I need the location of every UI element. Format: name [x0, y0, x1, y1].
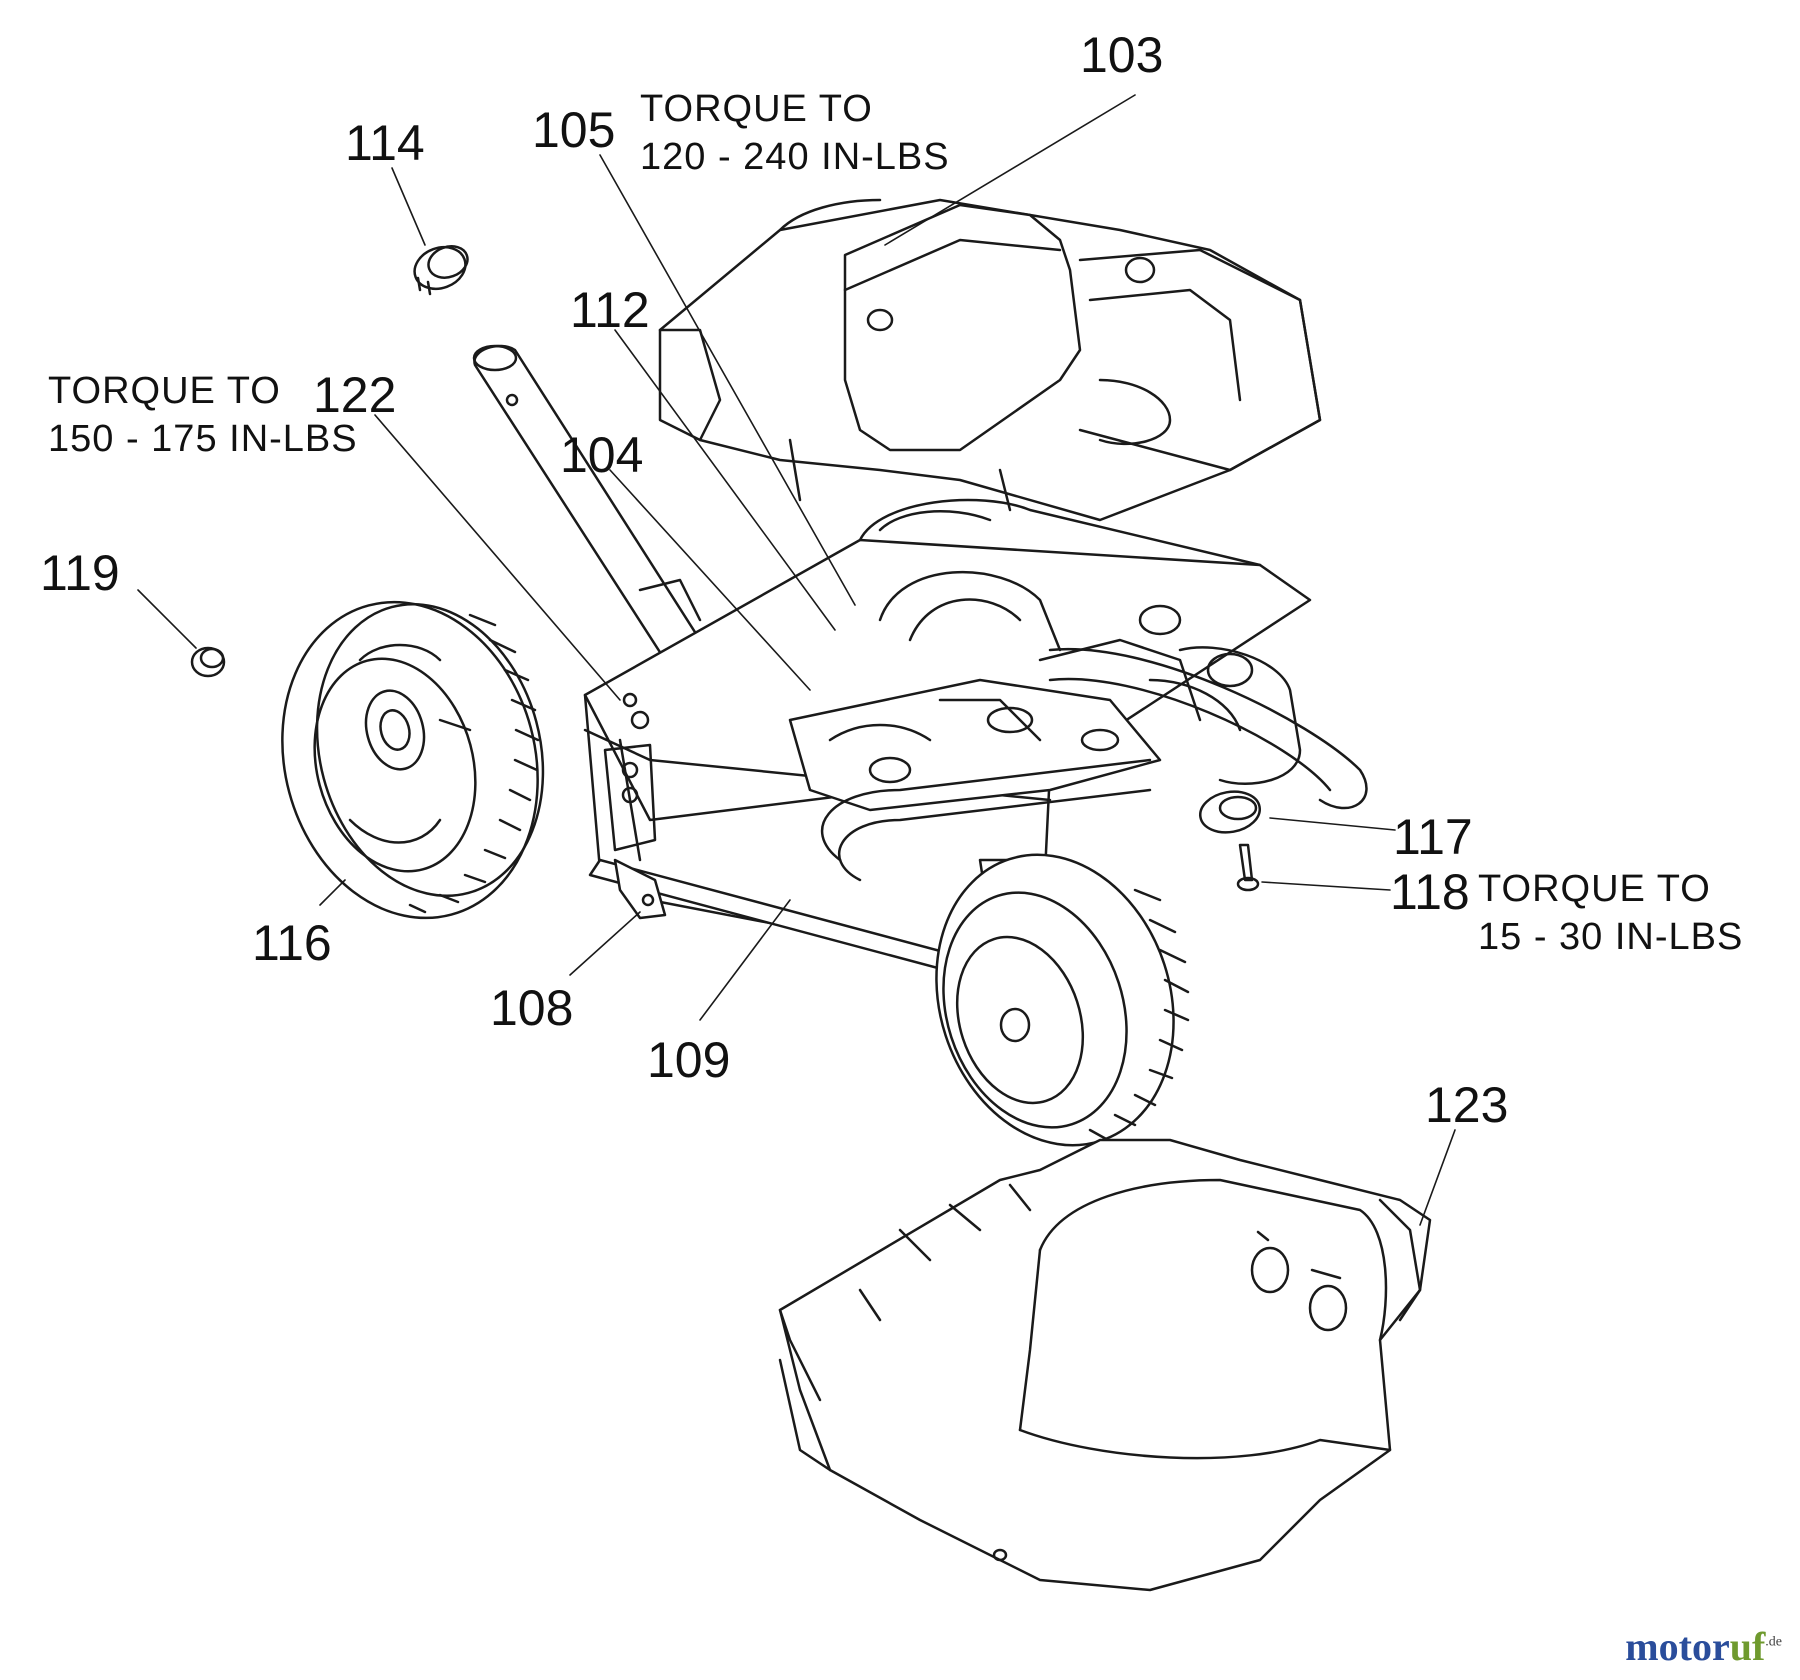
torque-note-118-line2: 15 - 30 IN-LBS [1478, 915, 1744, 958]
callout-103: 103 [1080, 27, 1164, 83]
shroud-part-123 [778, 1138, 1432, 1592]
leader-lines [137, 94, 1456, 1226]
leader-116 [319, 879, 346, 906]
torque-note-118-line1: TORQUE TO [1478, 868, 1711, 910]
leader-114 [391, 167, 426, 246]
watermark-logo: motoruf.de [1625, 1623, 1782, 1670]
callout-112: 112 [570, 282, 650, 338]
torque-note-122: TORQUE TO 150 - 175 IN-LBS [48, 368, 358, 463]
torque-note-105-line2: 120 - 240 IN-LBS [640, 135, 950, 178]
bracket-part-108 [613, 858, 667, 920]
hose-loops [820, 570, 1368, 882]
callout-118: 118 [1390, 864, 1470, 920]
torque-note-122-line2: 150 - 175 IN-LBS [48, 417, 358, 460]
spacer-part-117 [1199, 790, 1261, 834]
wheel-part-116 [281, 600, 545, 920]
leader-122 [374, 414, 621, 701]
leader-108 [569, 911, 641, 976]
leader-123 [1419, 1129, 1456, 1226]
mounted-wheel [935, 853, 1190, 1147]
engine-part-103 [658, 198, 1322, 522]
torque-note-118: TORQUE TO 15 - 30 IN-LBS [1478, 866, 1743, 961]
pump-assembly [788, 604, 1302, 812]
callout-114: 114 [345, 115, 425, 171]
callout-104: 104 [560, 427, 644, 483]
callout-109: 109 [647, 1032, 731, 1088]
bolt-part-118 [1236, 843, 1260, 892]
watermark-suffix: .de [1765, 1634, 1782, 1650]
torque-note-105: TORQUE TO 120 - 240 IN-LBS [640, 86, 950, 181]
callout-108: 108 [490, 980, 574, 1036]
leader-117 [1269, 817, 1396, 831]
callout-116: 116 [252, 915, 332, 971]
callout-105: 105 [532, 102, 616, 158]
torque-note-122-line1: TORQUE TO [48, 370, 281, 412]
callout-119: 119 [40, 545, 120, 601]
leader-118 [1261, 881, 1391, 891]
callout-117: 117 [1393, 809, 1473, 865]
torque-note-105-line1: TORQUE TO [640, 88, 873, 130]
callout-123: 123 [1425, 1077, 1509, 1133]
handle-tube [472, 344, 702, 662]
cap-part-119 [190, 646, 226, 678]
leader-103 [884, 94, 1136, 246]
leader-119 [137, 589, 197, 649]
watermark-part1: motor [1625, 1624, 1730, 1669]
callout-122: 122 [313, 367, 397, 423]
cap-part-114 [413, 245, 469, 296]
leader-104 [609, 469, 811, 691]
leader-109 [699, 899, 791, 1021]
leader-105 [599, 154, 856, 606]
leader-112 [614, 329, 836, 631]
watermark-part2: uf [1729, 1624, 1766, 1669]
